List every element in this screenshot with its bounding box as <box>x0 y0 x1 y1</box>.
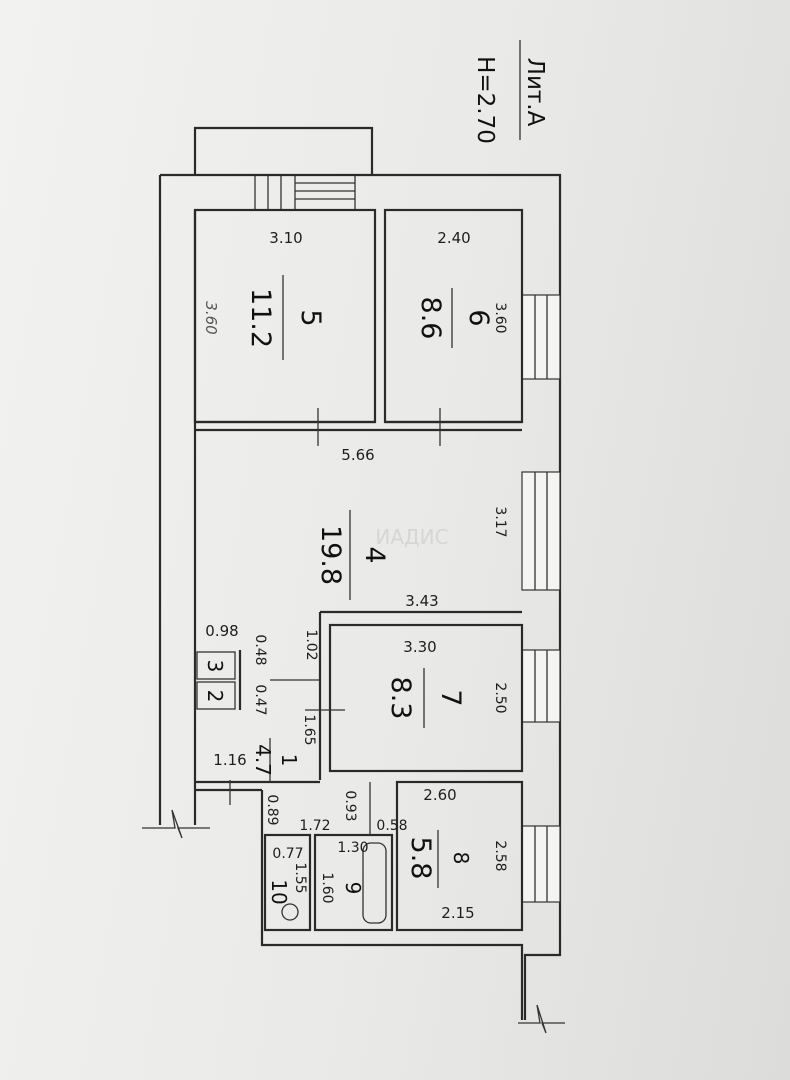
room-4-bottom-width: 3.43 <box>405 592 438 610</box>
room-6-length: 3.60 <box>492 302 508 333</box>
room-5-length: 3.60 <box>202 301 220 334</box>
room-8-area: 5.8 <box>405 837 436 880</box>
room-8: 2.60 2.58 8 5.8 2.15 0.93 0.58 <box>342 786 508 922</box>
room-10-number: 10 <box>267 879 291 904</box>
room-4-area: 19.8 <box>315 525 346 585</box>
room-7-length: 2.50 <box>492 682 508 713</box>
room-10: 0.77 10 1.55 <box>267 846 308 905</box>
closet-2-depth: 0.47 <box>252 684 268 715</box>
room-7-width: 3.30 <box>403 638 436 656</box>
room-6-area: 8.6 <box>415 297 446 340</box>
room-8-width: 2.60 <box>423 786 456 804</box>
room-1: 1 4.7 1.16 0.89 <box>213 738 301 826</box>
room-8-door: 0.93 <box>342 790 358 821</box>
watermark-text: ИАДИС <box>375 525 448 549</box>
room-9-number: 9 <box>341 882 365 895</box>
closets: 0.98 0.48 3 0.47 2 <box>203 622 268 716</box>
room-6-number: 6 <box>463 309 494 326</box>
closet-3-depth: 0.48 <box>252 634 268 665</box>
room-5: 3.10 3.60 5 11.2 <box>202 229 326 360</box>
room-8-bottom-width: 2.15 <box>441 904 474 922</box>
room-9-width: 1.72 <box>299 818 330 834</box>
room-9-length: 1.60 <box>319 872 335 903</box>
room-1-number: 1 <box>277 754 301 767</box>
room-4: 5.66 3.17 4 19.8 3.43 <box>315 446 508 610</box>
room-5-area: 11.2 <box>245 288 276 348</box>
closet-3-number: 3 <box>203 660 227 673</box>
room-9-inner: 1.30 <box>337 840 368 856</box>
litera-label: Лит.А <box>522 58 548 127</box>
ceiling-height-label: H=2.70 <box>472 56 498 144</box>
room-8-length: 2.58 <box>492 840 508 871</box>
room-7-area: 8.3 <box>385 677 416 720</box>
room-10-length: 1.55 <box>292 862 308 893</box>
room-1-area: 4.7 <box>251 744 275 776</box>
room-4-top-width: 5.66 <box>341 446 374 464</box>
room-8-number: 8 <box>449 852 473 865</box>
room-7-number: 7 <box>435 689 466 706</box>
partitions <box>193 208 524 932</box>
room-8-door-b: 0.58 <box>376 818 407 834</box>
room-1-door: 0.89 <box>264 794 280 825</box>
room-4-length: 3.17 <box>492 506 508 537</box>
room-6-width: 2.40 <box>437 229 470 247</box>
room-10-width: 0.77 <box>272 846 303 862</box>
room-9: 1.72 1.30 9 1.60 <box>299 818 368 904</box>
closet-3-width: 0.98 <box>205 622 238 640</box>
room-7-door-a: 1.02 <box>303 629 319 660</box>
room-1-width: 1.16 <box>213 751 246 769</box>
windows <box>521 294 561 903</box>
outer-walls <box>142 126 565 1034</box>
room-5-width: 3.10 <box>269 229 302 247</box>
room-7: 3.30 2.50 7 8.3 1.02 1.65 <box>301 629 508 745</box>
room-5-number: 5 <box>295 309 326 326</box>
room-7-door-b: 1.65 <box>301 714 317 745</box>
room-6: 2.40 3.60 6 8.6 <box>415 229 508 348</box>
plan-title: Лит.А H=2.70 <box>472 40 548 144</box>
room-4-number: 4 <box>359 546 390 563</box>
closet-2-number: 2 <box>203 690 227 703</box>
